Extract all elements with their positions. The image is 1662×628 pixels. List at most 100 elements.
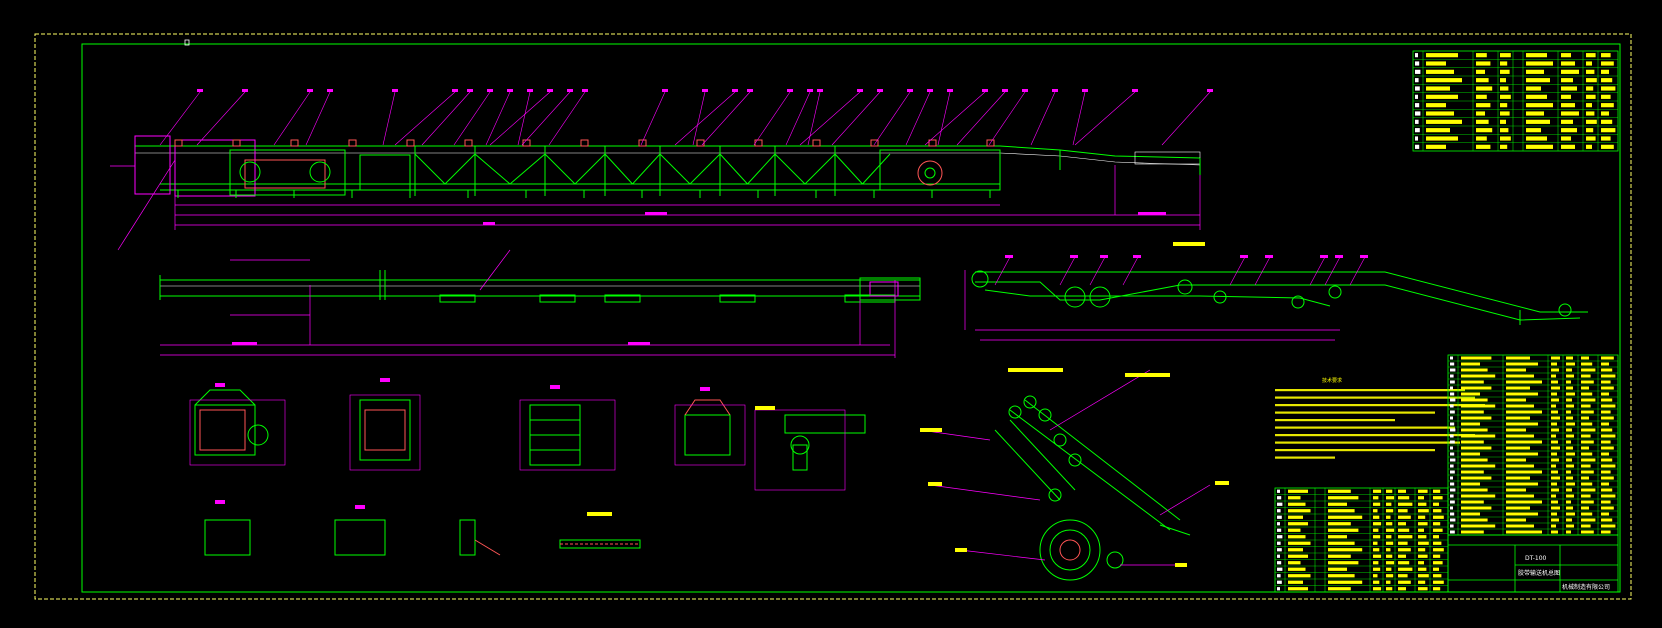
table-cell-text: [1476, 119, 1489, 124]
table-cell-text: [1433, 554, 1441, 558]
table-cell-text: [1581, 356, 1589, 360]
table-cell-text: [1373, 502, 1381, 506]
leader-line: [196, 91, 246, 146]
carry-idler: [464, 139, 473, 147]
table-cell-text: [1586, 136, 1596, 141]
table-cell-text: [1426, 69, 1454, 74]
table-cell-text: [1586, 144, 1592, 149]
leader-tag: [1265, 255, 1273, 258]
carry-idler: [696, 139, 705, 147]
table-cell-text: [1277, 580, 1282, 584]
table-cell-text: [1328, 502, 1347, 506]
table-cell-text: [1506, 410, 1542, 414]
table-cell-text: [1426, 128, 1450, 133]
table-cell-text: [1433, 561, 1443, 565]
table-cell-text: [1566, 410, 1571, 414]
table-cell-text: [1288, 509, 1311, 513]
table-cell-text: [1601, 53, 1611, 58]
table-cell-text: [1586, 78, 1597, 83]
table-cell-text: [1566, 446, 1573, 450]
table-cell-text: [1415, 86, 1420, 91]
table-cell-text: [1506, 404, 1534, 408]
table-cell-text: [1581, 488, 1596, 492]
table-cell-text: [1450, 524, 1454, 528]
table-cell-text: [1526, 136, 1547, 141]
table-cell-text: [1373, 535, 1381, 539]
table-cell-text: [1586, 103, 1592, 108]
table-cell-text: [1581, 398, 1596, 402]
table-cell-text: [1506, 392, 1538, 396]
table-cell-text: [1476, 94, 1487, 99]
table-cell-text: [1506, 452, 1538, 456]
table-cell-text: [1566, 464, 1574, 468]
table-cell-text: [1551, 404, 1556, 408]
table-cell-text: [1386, 528, 1395, 532]
table-cell-text: [1601, 368, 1613, 372]
table-cell-text: [1426, 61, 1446, 66]
leader-tag: [1052, 89, 1058, 92]
leader-line: [956, 91, 1006, 146]
table-cell-text: [1561, 144, 1575, 149]
table-cell-text: [1450, 446, 1453, 450]
table-cell-text: [1551, 470, 1558, 474]
table-cell-text: [1461, 440, 1484, 444]
table-cell-text: [1386, 502, 1392, 506]
table-cell-text: [1415, 103, 1420, 108]
table-cell-text: [1277, 574, 1281, 578]
truss-diagonal: [632, 153, 661, 185]
table-cell-text: [1415, 94, 1418, 99]
leader-tag: [807, 89, 813, 92]
table-cell-text: [1506, 458, 1526, 462]
table-cell-text: [1581, 434, 1591, 438]
table-cell-text: [1450, 374, 1454, 378]
table-cell-text: [1561, 78, 1573, 83]
leader-tag: [527, 89, 533, 92]
table-cell-text: [1601, 119, 1613, 124]
note-line: [1275, 434, 1475, 437]
table-cell-text: [1450, 518, 1456, 522]
table-cell-text: [1526, 53, 1547, 58]
table-cell-text: [1450, 530, 1455, 534]
leader-tag: [467, 89, 473, 92]
sheet-border: [34, 33, 1632, 600]
table-cell-text: [1551, 458, 1559, 462]
table-cell-text: [1581, 446, 1589, 450]
carry-idler: [638, 139, 647, 147]
table-cell-text: [1506, 368, 1526, 372]
table-cell-text: [1426, 103, 1446, 108]
carry-idler: [232, 139, 241, 147]
table-cell-text: [1373, 554, 1382, 558]
table-cell-text: [1461, 368, 1488, 372]
table-cell-text: [1566, 506, 1573, 510]
carry-idler: [986, 139, 995, 147]
table-cell-text: [1500, 69, 1510, 74]
table-cell-text: [1601, 434, 1616, 438]
table-cell-text: [1461, 356, 1492, 360]
table-cell-text: [1288, 528, 1301, 532]
table-cell-text: [1277, 561, 1282, 565]
leader-tag: [507, 89, 513, 92]
table-cell-text: [1418, 489, 1428, 493]
table-cell-text: [1433, 587, 1441, 591]
table-cell-text: [1581, 374, 1591, 378]
leader-line: [1059, 256, 1076, 286]
title-block: DT-100 胶带输送机总图 机械制造有限公司: [1447, 534, 1619, 593]
table-cell-text: [1601, 512, 1609, 516]
table-cell-text: [1506, 530, 1542, 534]
table-cell-text: [1415, 61, 1420, 66]
table-cell-text: [1288, 502, 1306, 506]
table-cell-text: [1601, 386, 1614, 390]
table-cell-text: [1418, 548, 1426, 552]
table-cell-text: [1551, 380, 1558, 384]
table-cell-text: [1328, 567, 1347, 571]
note-line: [1275, 426, 1455, 429]
table-cell-text: [1328, 522, 1351, 526]
table-cell-text: [1386, 580, 1391, 584]
table-cell-text: [1601, 136, 1611, 141]
table-cell-text: [1373, 548, 1380, 552]
table-cell-text: [1561, 103, 1575, 108]
table-cell-text: [1500, 78, 1506, 83]
table-cell-text: [1461, 512, 1480, 516]
table-cell-text: [1566, 524, 1574, 528]
table-cell-text: [1601, 482, 1609, 486]
